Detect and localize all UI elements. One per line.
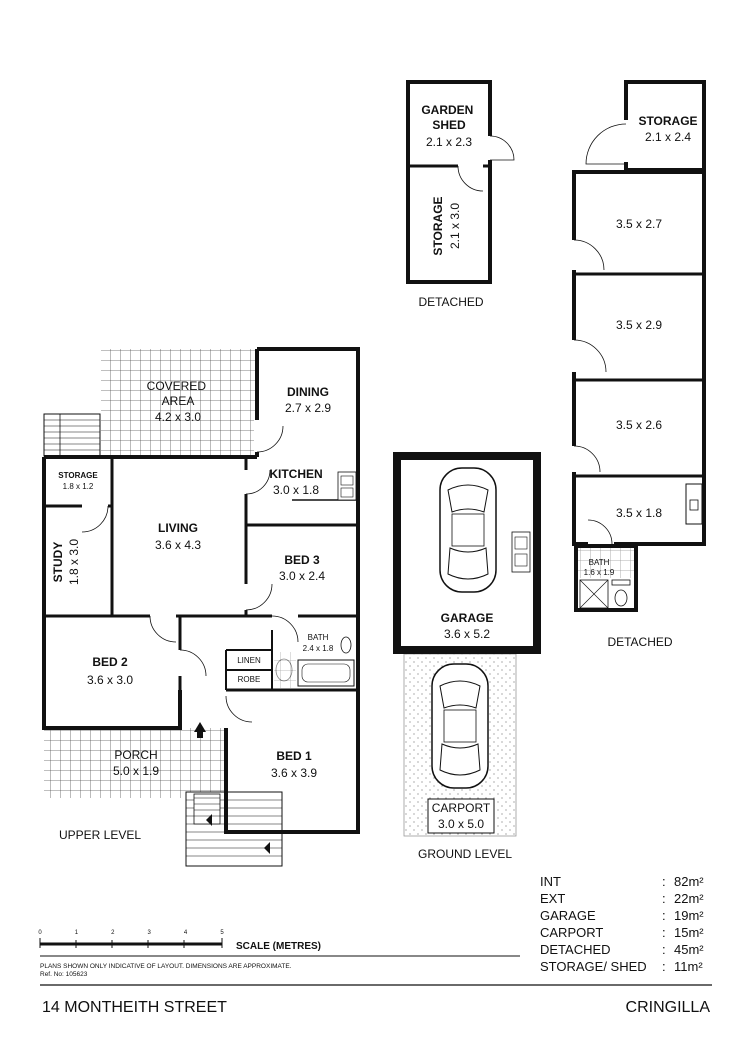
garden-shed-dims: 2.1 x 2.3 [426, 135, 472, 149]
porch-name: PORCH [114, 748, 157, 762]
area-row-label: CARPORT [540, 925, 603, 940]
area-row-colon: : [662, 908, 666, 923]
bed2-dims: 3.6 x 3.0 [87, 673, 133, 687]
scale-tick-label: 1 [75, 930, 79, 936]
dining-dims: 2.7 x 2.9 [285, 401, 331, 415]
area-row-label: DETACHED [540, 942, 611, 957]
robe-name: ROBE [238, 675, 261, 684]
car-icon [431, 663, 489, 789]
area-row-value: 11m² [674, 959, 703, 974]
scale-tick-label: 0 [38, 930, 42, 936]
area-row-label: INT [540, 874, 561, 889]
covered-area-name: COVERED AREA [147, 379, 210, 408]
bed3-dims: 3.0 x 2.4 [279, 569, 325, 583]
garage-name: GARAGE [441, 611, 494, 625]
area-row-value: 19m² [674, 908, 704, 923]
bed1-name: BED 1 [276, 749, 312, 763]
area-row-colon: : [662, 925, 666, 940]
area-row-value: 22m² [674, 891, 704, 906]
carport-name: CARPORT [432, 801, 491, 815]
area-row-label: EXT [540, 891, 565, 906]
detached-right-block [571, 80, 706, 612]
room-c-dims: 3.5 x 2.6 [616, 418, 662, 432]
carport-dims: 3.0 x 5.0 [438, 817, 484, 831]
carport-label-box [427, 798, 495, 834]
covered-area-dims: 4.2 x 3.0 [155, 410, 201, 424]
bath-upper-dims: 2.4 x 1.8 [303, 644, 334, 653]
area-row-label: GARAGE [540, 908, 596, 923]
address: 14 MONTHEITH STREET [42, 999, 227, 1016]
kitchen-dims: 3.0 x 1.8 [273, 483, 319, 497]
scale-tick-label: 4 [184, 930, 188, 936]
area-row-colon: : [662, 874, 666, 889]
area-row-value: 82m² [674, 874, 704, 889]
bed1-dims: 3.6 x 3.9 [271, 766, 317, 780]
bath-detached-name: BATH [589, 558, 610, 567]
living-dims: 3.6 x 4.3 [155, 538, 201, 552]
scale-tick-label: 3 [148, 930, 152, 936]
scale-bar [39, 938, 223, 948]
room-a-dims: 3.5 x 2.7 [616, 217, 662, 231]
kitchen-name: KITCHEN [269, 467, 322, 481]
storage-top-right-name: STORAGE [638, 114, 697, 128]
living-name: LIVING [158, 521, 198, 535]
detached-left-block [406, 80, 515, 284]
storage-detached-left-name: STORAGE [431, 196, 445, 255]
scale-tick-label: 5 [220, 930, 224, 936]
suburb: CRINGILLA [626, 999, 711, 1016]
scale-tick-labels: 0 1 2 3 4 5 [38, 930, 224, 936]
storage-detached-left-dims: 2.1 x 3.0 [448, 203, 462, 249]
room-b-dims: 3.5 x 2.9 [616, 318, 662, 332]
area-row-value: 45m² [674, 942, 704, 957]
room-d-dims: 3.5 x 1.8 [616, 506, 662, 520]
bed3-name: BED 3 [284, 553, 320, 567]
area-row-colon: : [662, 942, 666, 957]
scale-tick-label: 2 [111, 930, 115, 936]
upper-level-block [42, 347, 360, 867]
study-dims: 1.8 x 3.0 [67, 539, 81, 585]
garden-shed-name: GARDEN SHED [421, 103, 476, 132]
area-row-value: 15m² [674, 925, 704, 940]
detached-right-label: DETACHED [607, 635, 672, 649]
area-row-colon: : [662, 891, 666, 906]
car-icon [439, 467, 497, 593]
upper-level-label: UPPER LEVEL [59, 828, 141, 842]
area-row-colon: : [662, 959, 666, 974]
detached-left-label: DETACHED [418, 295, 483, 309]
storage-upper-dims: 1.8 x 1.2 [63, 482, 94, 491]
bed2-name: BED 2 [92, 655, 128, 669]
scale-label: SCALE (METRES) [236, 941, 321, 952]
garage-dims: 3.6 x 5.2 [444, 627, 490, 641]
storage-top-right-dims: 2.1 x 2.4 [645, 130, 691, 144]
area-row-label: STORAGE/ SHED [540, 959, 647, 974]
ground-level-label: GROUND LEVEL [418, 847, 512, 861]
study-name: STUDY [51, 542, 65, 583]
linen-name: LINEN [237, 656, 261, 665]
disclaimer: PLANS SHOWN ONLY INDICATIVE OF LAYOUT. D… [40, 963, 292, 970]
dining-name: DINING [287, 385, 329, 399]
porch-dims: 5.0 x 1.9 [113, 764, 159, 778]
bath-detached-dims: 1.6 x 1.9 [584, 568, 615, 577]
storage-upper-name: STORAGE [58, 471, 98, 480]
ref-number: Ref. No: 105623 [40, 971, 88, 978]
bath-upper-name: BATH [308, 633, 329, 642]
area-table: INT:82m²EXT:22m²GARAGE:19m²CARPORT:15m²D… [540, 874, 704, 974]
